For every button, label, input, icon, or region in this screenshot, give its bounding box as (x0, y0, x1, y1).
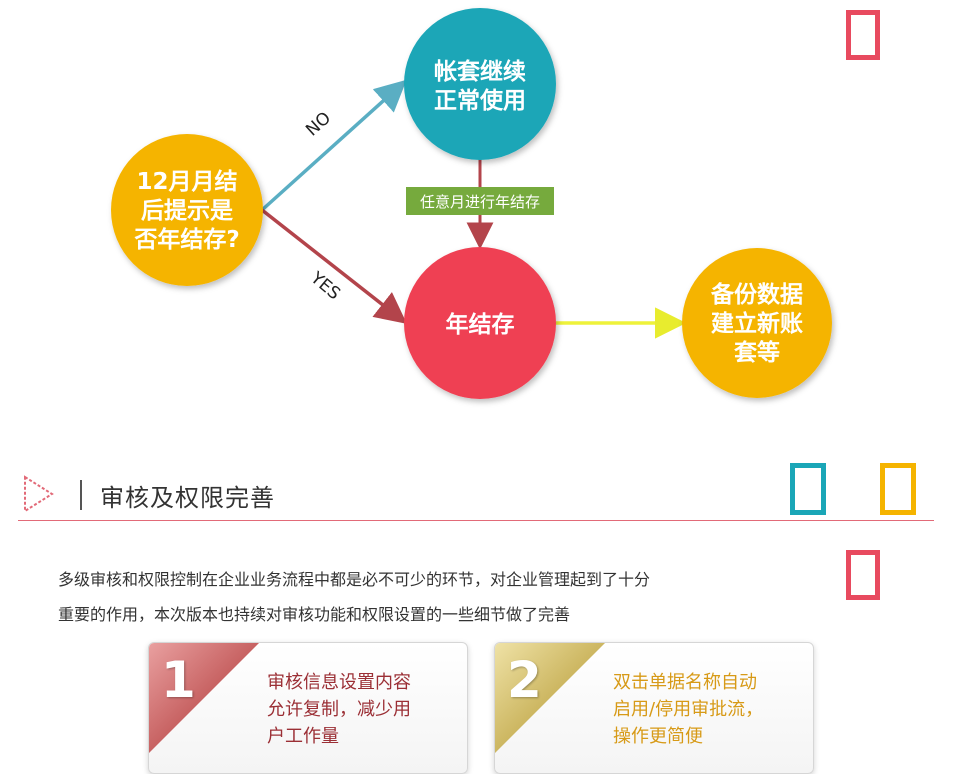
deco-square-red-mid (846, 550, 880, 600)
node-question-line-1: 12月月结 (136, 169, 237, 195)
edge-label-anymonth: 任意月进行年结存 (420, 193, 540, 211)
section-header: 审核及权限完善 (18, 470, 934, 522)
intro-line-1: 多级审核和权限控制在企业业务流程中都是必不可少的环节，对企业管理起到了十分 (58, 570, 651, 589)
section-rule (18, 520, 934, 521)
deco-square-gold (880, 463, 916, 515)
node-yearend-circle (404, 247, 556, 399)
card-2-number: 2 (507, 651, 542, 709)
node-backup-line-3: 套等 (734, 339, 780, 366)
flow-diagram: NO YES 任意月进行年结存 12月月结 后提示是 否年结存? 帐套继续 正常… (111, 8, 832, 399)
card-1-text: 审核信息设置内容 允许复制，减少用 户工作量 (267, 669, 447, 750)
triangle-arrow-icon (24, 475, 54, 513)
card-1-line-3: 户工作量 (267, 726, 339, 747)
feature-card-2: 2 双击单据名称自动 启用/停用审批流， 操作更简便 (494, 642, 814, 774)
edge-label-no: NO (302, 108, 335, 140)
node-backup-line-2: 建立新账 (711, 310, 803, 337)
card-1-number: 1 (161, 651, 196, 709)
edge-no-arrow (260, 79, 407, 212)
card-1-line-1: 审核信息设置内容 (267, 672, 411, 693)
intro-line-2: 重要的作用，本次版本也持续对审核功能和权限设置的一些细节做了完善 (58, 605, 571, 624)
node-question-line-2: 后提示是 (141, 197, 233, 224)
card-2-line-1: 双击单据名称自动 (613, 672, 757, 693)
deco-square-teal (790, 463, 826, 515)
section-title: 审核及权限完善 (100, 484, 275, 512)
card-2-line-2: 启用/停用审批流， (613, 699, 764, 720)
feature-card-1: 1 审核信息设置内容 允许复制，减少用 户工作量 (148, 642, 468, 774)
card-2-line-3: 操作更简便 (613, 726, 703, 747)
card-2-corner-ribbon (495, 643, 605, 753)
node-continue-circle (404, 8, 556, 160)
deco-square-red-top (846, 10, 880, 60)
node-question-circle (111, 134, 263, 286)
card-1-line-2: 允许复制，减少用 (267, 699, 411, 720)
edge-label-yes: YES (306, 268, 344, 304)
node-question-line-3: 否年结存? (133, 226, 239, 253)
edge-yes-arrow (260, 208, 407, 324)
section-divider-bar (80, 480, 82, 510)
edge-label-anymonth-box (406, 187, 554, 215)
node-continue-line-2: 正常使用 (434, 88, 526, 114)
card-2-text: 双击单据名称自动 启用/停用审批流， 操作更简便 (613, 669, 793, 750)
node-backup-line-1: 备份数据 (710, 281, 803, 308)
node-yearend-line-1: 年结存 (446, 311, 515, 338)
card-1-corner-ribbon (149, 643, 259, 753)
node-continue-line-1: 帐套继续 (434, 58, 526, 85)
node-backup-circle (682, 248, 832, 398)
section-intro: 多级审核和权限控制在企业业务流程中都是必不可少的环节，对企业管理起到了十分 重要… (58, 562, 778, 632)
